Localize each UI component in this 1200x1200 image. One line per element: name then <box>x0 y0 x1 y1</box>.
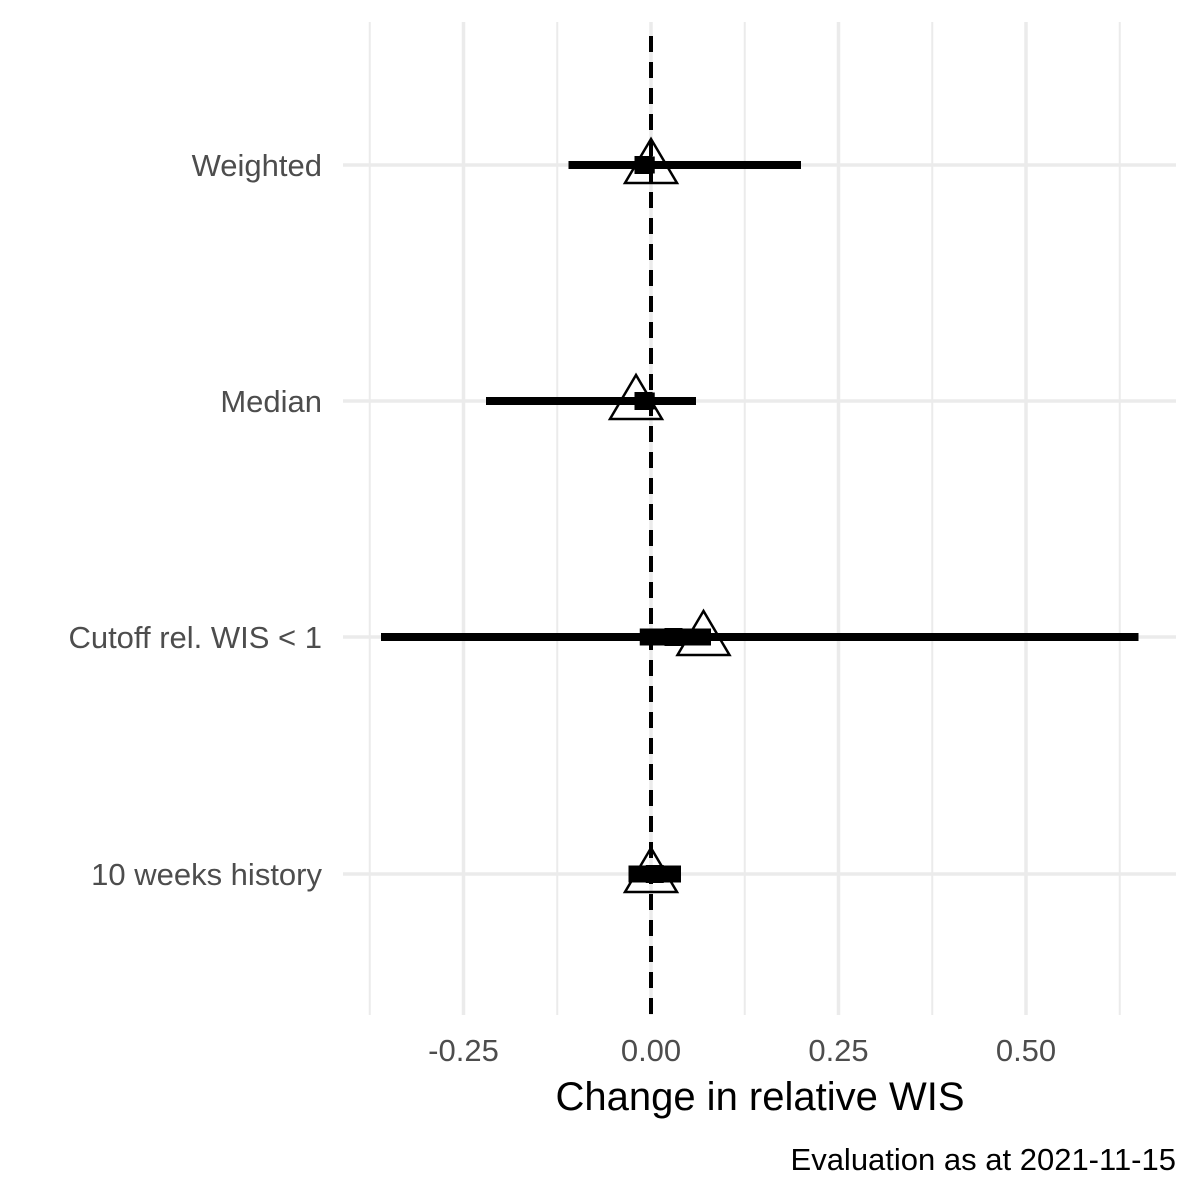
caption: Evaluation as at 2021-11-15 <box>791 1142 1176 1177</box>
y-tick-label: Cutoff rel. WIS < 1 <box>68 620 322 655</box>
y-tick-label: 10 weeks history <box>91 857 322 892</box>
mean-triangle <box>675 608 732 657</box>
x-tick-label: 0.00 <box>621 1033 681 1068</box>
y-tick-label: Median <box>220 384 322 419</box>
mean-triangle <box>622 845 680 894</box>
median-square <box>634 156 653 174</box>
x-axis-labels: -0.25 0.00 0.25 0.50 <box>428 1033 1056 1068</box>
median-square <box>645 865 664 883</box>
x-tick-label: 0.50 <box>996 1033 1056 1068</box>
y-tick-label: Weighted <box>192 148 322 183</box>
grid-lines <box>343 22 1176 1015</box>
median-square <box>664 628 683 646</box>
x-tick-label: -0.25 <box>428 1033 499 1068</box>
x-tick-label: 0.25 <box>808 1033 868 1068</box>
mean-triangle <box>622 136 680 185</box>
median-square <box>634 392 653 410</box>
interval-marks <box>381 136 1139 894</box>
mean-triangle <box>607 372 665 421</box>
x-axis-title: Change in relative WIS <box>555 1075 964 1119</box>
